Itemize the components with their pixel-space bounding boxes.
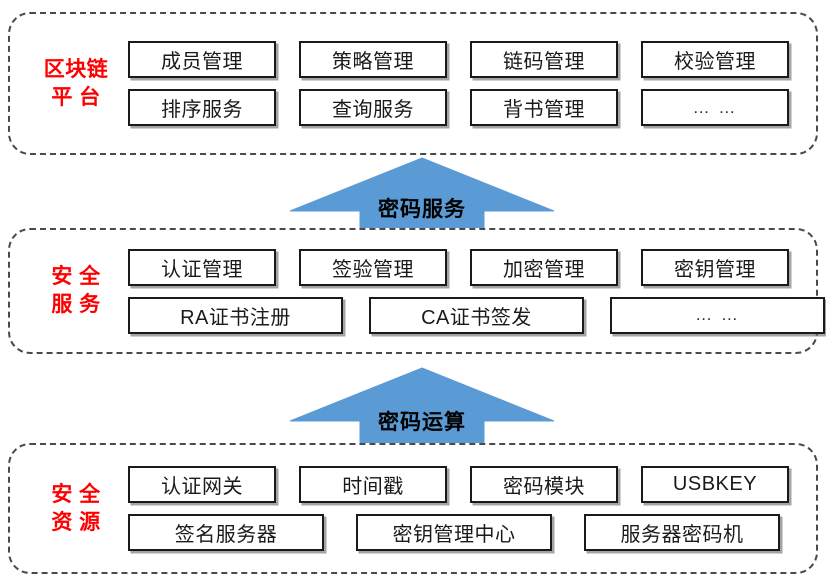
module-box[interactable]: 密钥管理中心: [356, 514, 552, 551]
module-box-ellipsis[interactable]: … …: [610, 296, 825, 334]
layer-panel-resource: 安 全 资 源 认证网关 时间戳 密码模块 USBKEY 签名服务器 密钥管理中…: [8, 443, 818, 574]
layer-title-resource: 安 全 资 源: [24, 481, 128, 536]
layer-rows-resource: 认证网关 时间戳 密码模块 USBKEY 签名服务器 密钥管理中心 服务器密码机: [128, 466, 816, 551]
layer-title-line2: 平 台: [51, 85, 101, 109]
layer-title-platform: 区块链 平 台: [24, 56, 128, 111]
layer-title-service: 安 全 服 务: [24, 263, 128, 318]
layer-row: 签名服务器 密钥管理中心 服务器密码机: [128, 514, 798, 551]
module-box[interactable]: 加密管理: [470, 248, 618, 286]
module-box-ellipsis[interactable]: … …: [641, 89, 789, 126]
layer-row: 成员管理 策略管理 链码管理 校验管理: [128, 41, 798, 78]
layer-title-line2: 资 源: [51, 510, 101, 534]
arrow-shape: [289, 157, 555, 236]
module-box[interactable]: 密钥管理: [641, 248, 789, 286]
module-box[interactable]: 认证网关: [128, 466, 276, 503]
layer-row: RA证书注册 CA证书签发 … …: [128, 296, 825, 334]
module-box[interactable]: 服务器密码机: [584, 514, 780, 551]
arrow-up-crypto-operation: 密码运算: [288, 366, 556, 446]
layer-row: 排序服务 查询服务 背书管理 … …: [128, 89, 798, 126]
layer-panel-platform: 区块链 平 台 成员管理 策略管理 链码管理 校验管理 排序服务 查询服务 背书…: [8, 12, 818, 155]
module-box[interactable]: 链码管理: [470, 41, 618, 78]
module-box[interactable]: CA证书签发: [369, 296, 584, 334]
module-box[interactable]: USBKEY: [641, 466, 789, 503]
layer-rows-platform: 成员管理 策略管理 链码管理 校验管理 排序服务 查询服务 背书管理 … …: [128, 41, 816, 126]
layer-title-line2: 服 务: [51, 293, 101, 316]
layer-title-line1: 区块链: [43, 57, 109, 81]
module-box[interactable]: 认证管理: [128, 248, 276, 286]
arrow-shape: [289, 367, 555, 446]
module-box[interactable]: 排序服务: [128, 89, 276, 126]
module-box[interactable]: 签名服务器: [128, 514, 324, 551]
module-box[interactable]: 策略管理: [299, 41, 447, 78]
module-box[interactable]: 校验管理: [641, 41, 789, 78]
module-box[interactable]: RA证书注册: [128, 296, 343, 334]
layer-row: 认证网关 时间戳 密码模块 USBKEY: [128, 466, 798, 503]
arrow-up-crypto-service: 密码服务: [288, 156, 556, 236]
module-box[interactable]: 签验管理: [299, 248, 447, 286]
layer-title-line1: 安 全: [51, 482, 101, 506]
layer-panel-service: 安 全 服 务 认证管理 签验管理 加密管理 密钥管理 RA证书注册 CA证书签…: [8, 228, 825, 354]
module-box[interactable]: 查询服务: [299, 89, 447, 126]
module-box[interactable]: 成员管理: [128, 41, 276, 78]
module-box[interactable]: 时间戳: [299, 466, 447, 503]
layer-title-line1: 安 全: [51, 265, 101, 289]
module-box[interactable]: 背书管理: [470, 89, 618, 126]
layer-row: 认证管理 签验管理 加密管理 密钥管理: [128, 248, 825, 286]
layer-rows-service: 认证管理 签验管理 加密管理 密钥管理 RA证书注册 CA证书签发 … …: [128, 248, 826, 334]
module-box[interactable]: 密码模块: [470, 466, 618, 503]
